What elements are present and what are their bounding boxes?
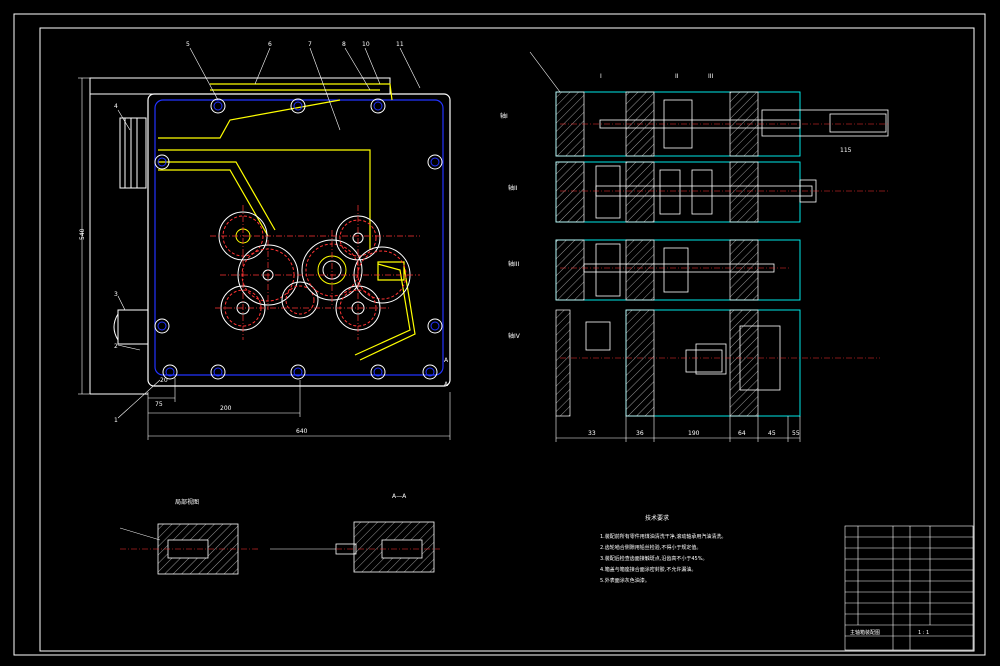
tech-note-line: 3.装配后检查齿面接触斑点,沿齿高不小于45%。 — [600, 555, 707, 562]
side-dim: 45 — [768, 430, 776, 437]
part-label: 11 — [396, 41, 404, 48]
left-flange-bottom — [117, 309, 149, 345]
side-dim: 55 — [792, 430, 800, 437]
tech-note-line: 4.箱盖与箱座接合面涂密封胶,不允许漏油。 — [600, 566, 696, 573]
top-label: II — [675, 73, 679, 80]
center-lines — [210, 205, 420, 340]
section-marker: A — [444, 357, 449, 364]
title-block — [844, 525, 974, 651]
part-label: 6 — [268, 41, 272, 48]
outer-frame — [13, 13, 986, 656]
top-label: III — [708, 73, 714, 80]
side-dim: 33 — [588, 430, 596, 437]
part-label: 8 — [342, 41, 346, 48]
bolt — [210, 364, 226, 380]
side-dim: 64 — [738, 430, 746, 437]
technical-requirements: 技术要求 1.装配前所有零件用煤油清洗干净,滚动轴承用汽油清洗。 2.齿轮啮合侧… — [600, 514, 726, 584]
top-plate — [89, 77, 391, 95]
dim-half-width: 200 — [220, 405, 232, 412]
gear-train — [218, 211, 411, 331]
detail-right-title: A—A — [392, 493, 407, 500]
bolt — [422, 364, 438, 380]
top-label: I — [600, 73, 602, 80]
side-center-lines — [560, 123, 890, 359]
dimension-lines — [78, 77, 451, 440]
part-label: 2 — [114, 343, 118, 350]
part-label: 1 — [114, 417, 118, 424]
bolt — [154, 154, 170, 170]
section-marker: A — [444, 381, 449, 388]
tech-note-line: 2.齿轮啮合侧隙用铅丝检验,不得小于规定值。 — [600, 544, 701, 551]
bolt — [370, 98, 386, 114]
scale-row: 1 : 1 — [918, 630, 929, 636]
shaft-row-label: 轴IV — [508, 332, 521, 340]
hatched-walls — [555, 91, 759, 417]
bolt — [427, 318, 443, 334]
left-flange-top — [119, 117, 147, 189]
dim-height: 540 — [79, 228, 86, 240]
bolt — [290, 98, 306, 114]
detail-left-title: 局部视图 — [175, 498, 199, 506]
side-dims — [555, 416, 801, 442]
shift-rods — [158, 83, 416, 361]
shaft-gears — [595, 99, 723, 373]
bolt — [210, 98, 226, 114]
side-dim: 36 — [636, 430, 644, 437]
tech-note-line: 1.装配前所有零件用煤油清洗干净,滚动轴承用汽油清洗。 — [600, 533, 726, 540]
front-view: 640 200 75 20 540 5 6 7 8 10 11 4 3 2 1 … — [78, 41, 451, 440]
part-label: 4 — [114, 103, 118, 110]
detail-right: A—A — [270, 493, 440, 573]
housing-seal-line — [154, 99, 444, 376]
bolt — [370, 364, 386, 380]
part-label: 3 — [114, 291, 118, 298]
dim-overall-width: 640 — [296, 428, 308, 435]
bolt — [427, 154, 443, 170]
row-frames — [555, 91, 801, 417]
side-dim: 190 — [688, 430, 700, 437]
dim-offset-small: 75 — [155, 401, 163, 408]
shaft-row-label: 轴I — [500, 112, 508, 120]
leaders — [117, 47, 421, 419]
bolt — [162, 364, 178, 380]
shaft-dim: 115 — [840, 147, 852, 154]
dim-edge-small: 20 — [160, 377, 168, 384]
tech-notes-heading: 技术要求 — [645, 514, 669, 522]
tech-note-line: 5.外表面涂灰色油漆。 — [600, 577, 650, 584]
bolt — [154, 318, 170, 334]
bolt-circles — [154, 98, 443, 380]
side-view: 轴I 轴II 轴III 轴IV I II III 115 33 36 190 6… — [500, 51, 890, 442]
shaft-row-label: 轴II — [508, 184, 518, 192]
gear — [281, 281, 319, 319]
drawing-name: 主轴箱装配图 — [850, 629, 880, 636]
shaft-row-label: 轴III — [508, 260, 520, 268]
detail-left: 局部视图 — [119, 498, 260, 575]
part-label: 5 — [186, 41, 190, 48]
part-label: 10 — [362, 41, 370, 48]
part-label: 7 — [308, 41, 312, 48]
bolt — [290, 364, 306, 380]
inner-frame — [39, 27, 975, 652]
